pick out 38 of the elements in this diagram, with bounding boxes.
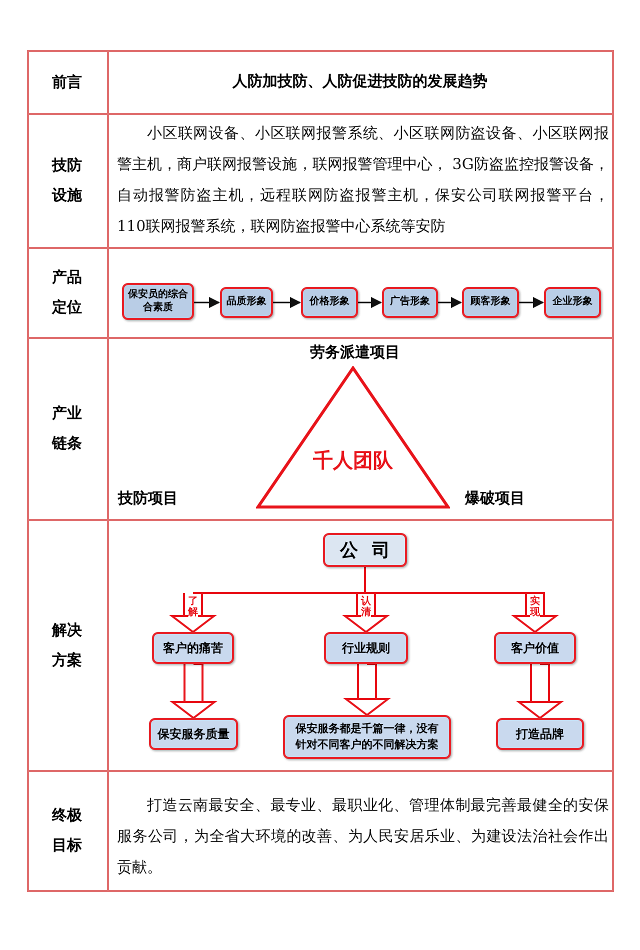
paragraph: 小区联网设备、小区联网报警系统、小区联网防盗设备、小区联网报警主机，商户联网报警设施，联网报警管理中心， 3G防盗监控报警设备，自动报警防盗主机，远程联网防盗报警主机，保安公司联网报警平台， 110联网报警系统，联网防盗报警中心系统等安防: [117, 123, 609, 237]
process-box: 企业形象: [544, 287, 601, 318]
block-arrow: [345, 663, 389, 716]
row-header: 解决方案: [50, 620, 83, 670]
arrow: [194, 296, 220, 308]
row-header: 前言: [51, 72, 83, 92]
corner-label: 爆破项目: [465, 488, 525, 509]
process-box: 品质形象: [220, 287, 273, 318]
edge-label: 认清: [361, 596, 371, 618]
rounded-box: 保安服务都是千篇一律，没有针对不同客户的不同解决方案: [283, 715, 451, 759]
triangle-shape: 千人团队: [256, 366, 450, 509]
block-arrow: [364, 567, 557, 633]
process-box: 保安员的综合合素质: [122, 283, 194, 320]
arrow: [273, 296, 302, 308]
row-title: 人防加技防、人防促进技防的发展趋势: [232, 71, 488, 92]
rounded-box: 保安服务质量: [149, 718, 238, 750]
row-header: 技防设施: [50, 155, 83, 206]
corner-label: 技防项目: [118, 488, 178, 509]
row-header: 产业链条: [50, 403, 83, 454]
rounded-box: 行业规则: [324, 632, 408, 664]
paragraph: 打造云南最安全、最专业、最职业化、管理体制最完善最健全的安保服务公司，为全省大环境的改善、为人民安居乐业、为建设法治社会作出贡献。: [117, 795, 609, 878]
edge-label: 了解: [188, 596, 198, 618]
arrow: [438, 296, 462, 308]
process-box: 广告形象: [382, 287, 438, 318]
block-arrow: [518, 663, 562, 719]
edge-label: 实现: [530, 596, 540, 618]
row-header: 终极目标: [50, 805, 83, 856]
arrow: [358, 296, 382, 308]
process-box: 价格形象: [301, 287, 358, 318]
rounded-box: 客户的痛苦: [152, 632, 234, 664]
rounded-box: 公司: [323, 533, 407, 567]
process-box: 顾客形象: [462, 287, 519, 318]
rounded-box: 打造品牌: [496, 718, 584, 750]
row-header: 产品定位: [50, 267, 83, 318]
rounded-box: 客户价值: [494, 632, 576, 664]
block-arrow: [172, 663, 216, 719]
arrow: [519, 296, 544, 308]
corner-label: 劳务派遣项目: [310, 342, 400, 363]
